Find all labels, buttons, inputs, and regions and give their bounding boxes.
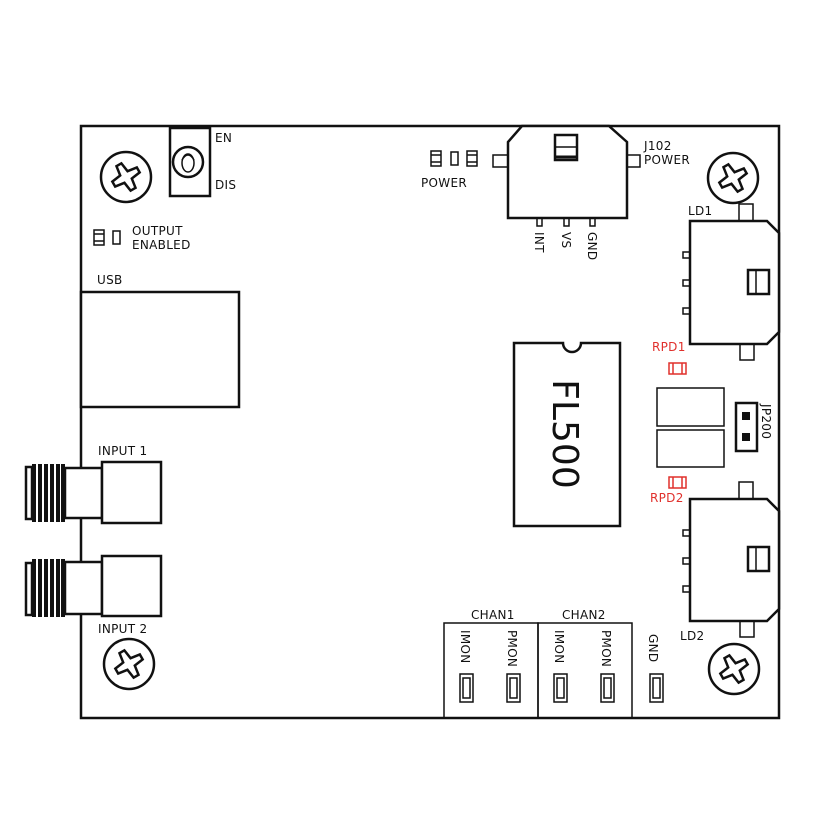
mounting-hole-bottom-right <box>707 642 761 696</box>
jp200-jumper[interactable] <box>734 401 759 453</box>
testpoint-chan1-pmon[interactable] <box>506 673 521 703</box>
testpoint-chan2-pmon[interactable] <box>600 673 615 703</box>
power-led <box>430 150 478 167</box>
testpoint-gnd[interactable] <box>649 673 664 703</box>
j102-ref-label: J102 <box>643 139 672 153</box>
input-1-connector[interactable] <box>24 460 163 525</box>
chan1-pmon-label: PMON <box>505 630 519 667</box>
ld1-label: LD1 <box>688 204 712 218</box>
pad-upper <box>656 387 725 427</box>
enabled-label: ENABLED <box>132 238 191 252</box>
jp200-label: JP200 <box>759 403 773 439</box>
rpd2-label: RPD2 <box>650 491 684 505</box>
mounting-hole-top-left <box>99 150 153 204</box>
pad-lower <box>656 429 725 468</box>
power-connector[interactable] <box>492 124 641 227</box>
chan2-imon-label: IMON <box>552 630 566 664</box>
output-enabled-led <box>93 229 121 246</box>
rpd1-resistor <box>668 362 687 375</box>
fl500-ic <box>512 341 622 528</box>
pin-int-label: INT <box>532 232 546 253</box>
ld2-label: LD2 <box>680 629 704 643</box>
output-label: OUTPUT <box>132 224 183 238</box>
chan2-group <box>537 622 633 719</box>
gnd-testpoint-label: GND <box>646 634 660 662</box>
chan2-pmon-label: PMON <box>599 630 613 667</box>
chan1-imon-label: IMON <box>458 630 472 664</box>
usb-label: USB <box>97 273 123 287</box>
mounting-hole-top-right <box>706 151 760 205</box>
usb-connector[interactable] <box>79 290 241 409</box>
testpoint-chan1-imon[interactable] <box>459 673 474 703</box>
switch-dis-label: DIS <box>215 178 236 192</box>
enable-switch[interactable] <box>168 126 212 198</box>
input-1-label: INPUT 1 <box>98 444 147 458</box>
ld1-connector[interactable] <box>682 203 781 361</box>
fl500-label: FL500 <box>544 379 585 488</box>
testpoint-chan2-imon[interactable] <box>553 673 568 703</box>
pin-gnd-label: GND <box>585 232 599 260</box>
pin-vs-label: VS <box>559 232 573 248</box>
chan2-label: CHAN2 <box>562 608 606 622</box>
chan1-label: CHAN1 <box>471 608 515 622</box>
board-outline <box>79 124 781 720</box>
input-2-connector[interactable] <box>24 554 163 618</box>
switch-en-label: EN <box>215 131 232 145</box>
j102-power-label: POWER <box>644 153 690 167</box>
ld2-connector[interactable] <box>682 481 781 638</box>
power-led-label: POWER <box>421 176 467 190</box>
rpd2-resistor <box>668 476 687 489</box>
rpd1-label: RPD1 <box>652 340 686 354</box>
input-2-label: INPUT 2 <box>98 622 147 636</box>
mounting-hole-bottom-left <box>102 637 156 691</box>
